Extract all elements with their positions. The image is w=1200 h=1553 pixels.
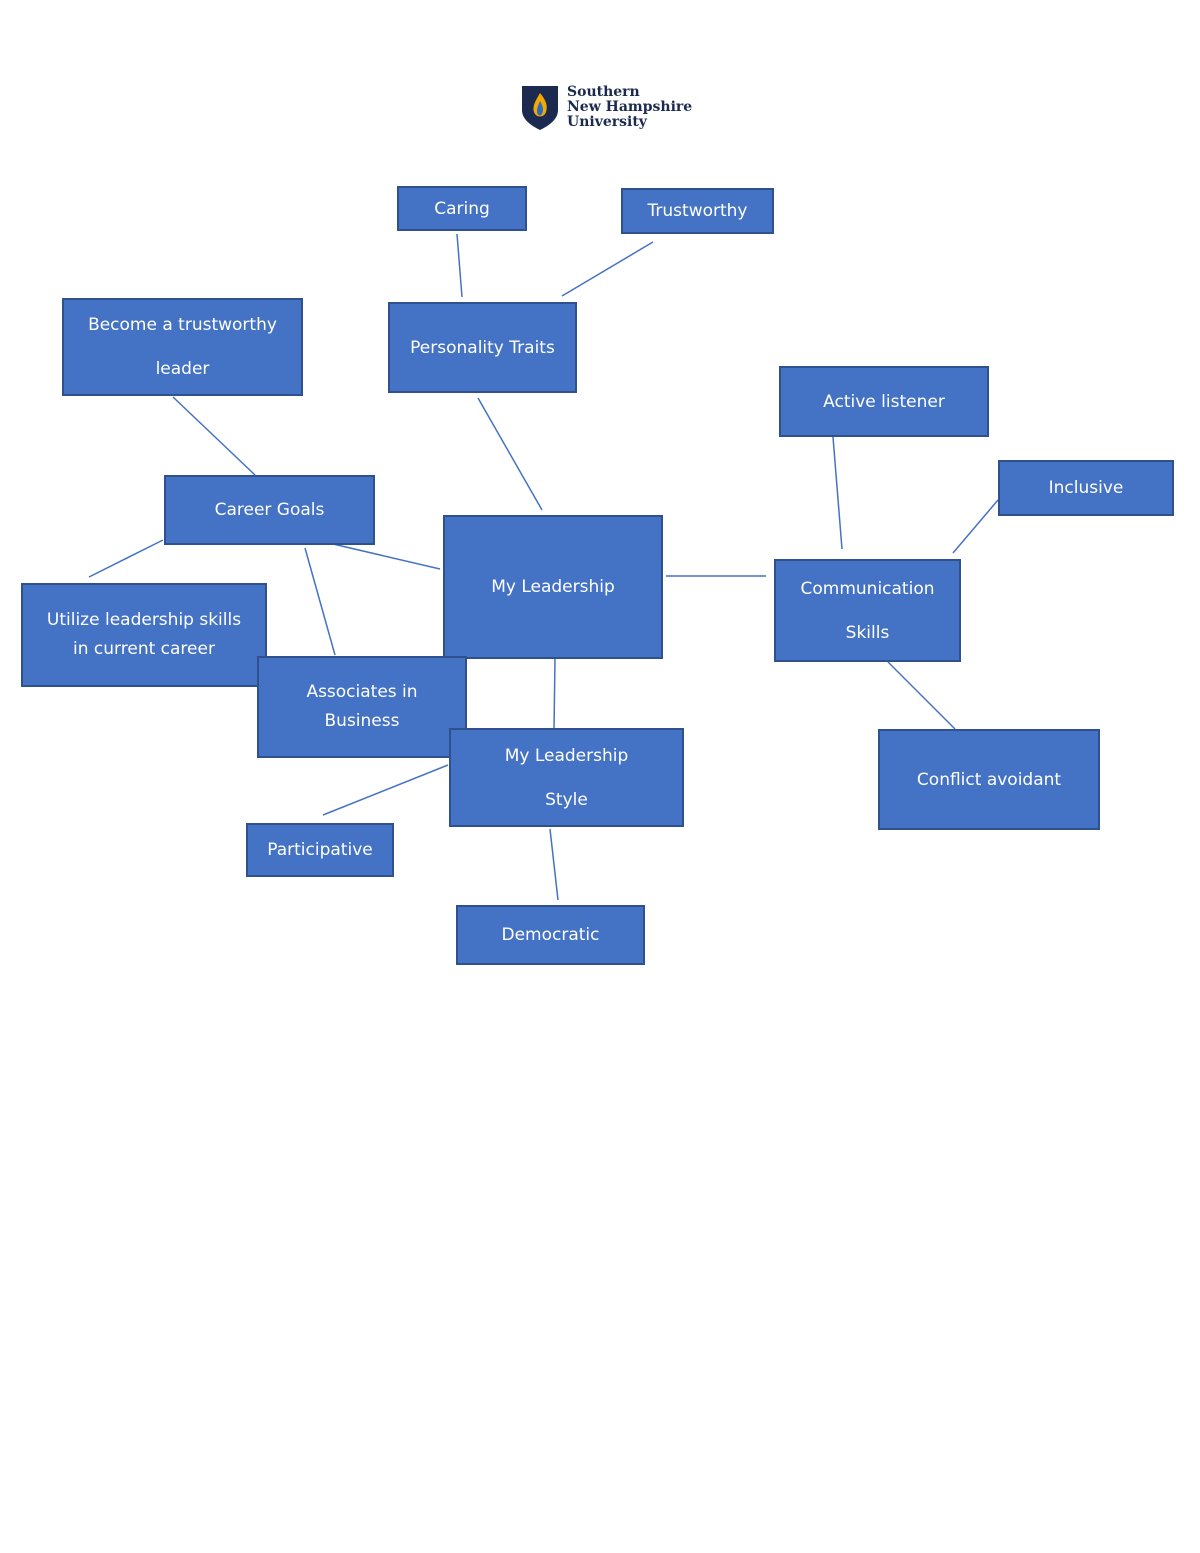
node-conflict-avoidant: Conflict avoidant — [878, 729, 1100, 830]
node-active-listener: Active listener — [779, 366, 989, 437]
node-active-listener-label: Active listener — [823, 391, 945, 412]
node-my-leadership: My Leadership — [443, 515, 663, 659]
node-trustworthy: Trustworthy — [621, 188, 774, 234]
connector-leadership-style — [553, 658, 556, 731]
node-inclusive: Inclusive — [998, 460, 1174, 516]
node-career-goals: Career Goals — [164, 475, 375, 545]
university-logo: Southern New Hampshire University — [520, 84, 692, 132]
connector-caring-traits — [456, 233, 463, 298]
connector-trustworthy-traits — [561, 241, 654, 297]
connector-traits-leadership — [477, 397, 543, 511]
connector-style-democratic — [549, 828, 559, 901]
connector-career-leadership — [332, 543, 441, 570]
connector-style-participative — [322, 764, 449, 816]
node-participative-label: Participative — [267, 840, 373, 860]
logo-line-2: New Hampshire — [567, 99, 693, 115]
node-conflict-avoidant-label: Conflict avoidant — [916, 769, 1062, 790]
connector-active-communication — [832, 436, 843, 550]
connector-career-associates — [304, 547, 336, 656]
node-democratic-label: Democratic — [501, 925, 600, 945]
node-become-trustworthy-leader: Become a trustworthy leader — [62, 298, 303, 396]
connector-inclusive-communication — [952, 499, 999, 554]
logo-line-1: Southern — [567, 84, 640, 100]
node-my-leadership-style-label: My Leadership Style — [504, 745, 629, 810]
node-associates-in-business-label: Associates in Business — [306, 682, 418, 731]
node-my-leadership-label: My Leadership — [491, 577, 615, 597]
logo-wordmark: Southern New Hampshire University — [567, 85, 692, 130]
node-personality-traits-label: Personality Traits — [410, 337, 555, 358]
connector-career-utilize — [88, 539, 164, 578]
node-communication-skills: Communication Skills — [774, 559, 961, 662]
node-utilize-leadership-skills-label: Utilize leadership skills in current car… — [46, 610, 242, 659]
node-career-goals-label: Career Goals — [214, 500, 325, 520]
node-participative: Participative — [246, 823, 394, 877]
logo-flame-inner — [537, 101, 544, 116]
node-associates-in-business: Associates in Business — [257, 656, 467, 758]
logo-line-3: University — [567, 114, 647, 130]
node-caring-label: Caring — [434, 198, 490, 219]
shield-flame-icon — [522, 86, 558, 130]
connector-become-career — [172, 396, 256, 476]
connector-communication-conflict — [887, 661, 956, 730]
node-become-trustworthy-leader-label: Become a trustworthy leader — [88, 315, 277, 379]
node-personality-traits: Personality Traits — [388, 302, 577, 393]
node-communication-skills-label: Communication Skills — [800, 578, 935, 643]
node-trustworthy-label: Trustworthy — [647, 201, 748, 221]
node-my-leadership-style: My Leadership Style — [449, 728, 684, 827]
node-utilize-leadership-skills: Utilize leadership skills in current car… — [21, 583, 267, 687]
node-caring: Caring — [397, 186, 527, 231]
node-democratic: Democratic — [456, 905, 645, 965]
node-inclusive-label: Inclusive — [1048, 478, 1124, 498]
